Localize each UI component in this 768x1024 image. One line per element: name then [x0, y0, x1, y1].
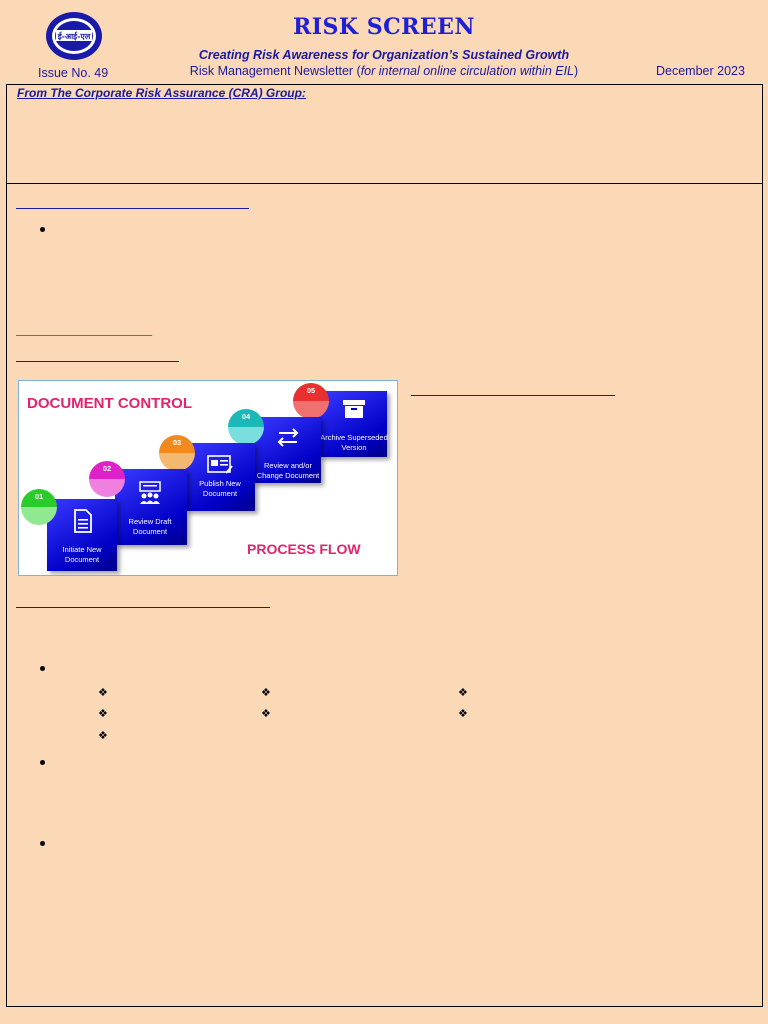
newsletter-title: RISK SCREEN — [292, 14, 476, 40]
cra-message-box: From The Corporate Risk Assurance (CRA) … — [6, 84, 763, 184]
subheading-underline-red — [16, 335, 152, 336]
document-icon — [74, 509, 92, 533]
document-control-figure: DOCUMENT CONTROL PROCESS FLOW Archive Su… — [18, 380, 398, 576]
step-number: 01 — [34, 492, 44, 501]
step-number-badge: 04 — [228, 409, 264, 445]
step-label: Initiate New Document — [62, 545, 102, 564]
step-number: 02 — [102, 464, 112, 473]
newsletter-suffix: ) — [574, 64, 579, 78]
swap-arrows-icon — [277, 428, 299, 447]
figure-title: DOCUMENT CONTROL — [27, 395, 192, 412]
article-box — [6, 183, 763, 1007]
step-label: Publish New Document — [199, 479, 241, 498]
archive-box-icon — [343, 400, 365, 418]
process-step-04: Review and/or Change Document — [253, 417, 321, 483]
step-label: Review and/or Change Document — [256, 461, 320, 480]
sub-bullet-diamond: ❖ — [98, 687, 108, 699]
step-number-badge: 02 — [89, 461, 125, 497]
step-label: Archive Superseded Version — [320, 433, 388, 452]
newsletter-prefix: Risk Management Newsletter ( — [189, 64, 361, 78]
publish-icon — [207, 455, 233, 474]
issue-number: Issue No. 49 — [38, 66, 109, 80]
cra-heading: From The Corporate Risk Assurance (CRA) … — [17, 86, 306, 100]
process-step-02: Review Draft Document — [115, 469, 187, 545]
sub-bullet-diamond: ❖ — [458, 708, 468, 720]
tagline: Creating Risk Awareness for Organization… — [198, 48, 570, 62]
sub-bullet-diamond: ❖ — [458, 687, 468, 699]
issue-date: December 2023 — [656, 64, 745, 78]
process-step-05: Archive Superseded Version — [319, 391, 388, 457]
process-step-01: Initiate New Document — [47, 499, 117, 571]
sub-bullet-diamond: ❖ — [98, 708, 108, 720]
bullet-point — [40, 666, 45, 671]
bullet-point — [40, 227, 45, 232]
step-label: Review Draft Document — [128, 517, 172, 536]
logo-text: ई-आई-एल — [57, 31, 91, 41]
section-heading-underline — [16, 208, 249, 209]
step-number-badge: 05 — [293, 383, 329, 419]
sub-bullet-diamond: ❖ — [261, 687, 271, 699]
step-number-badge: 01 — [21, 489, 57, 525]
step-number-badge: 03 — [159, 435, 195, 471]
step-number: 03 — [172, 438, 182, 447]
bullet-point — [40, 841, 45, 846]
team-review-icon — [139, 481, 161, 504]
section-heading-underline-2 — [16, 607, 270, 608]
step-number: 04 — [241, 412, 251, 421]
eil-logo: ई-आई-एल — [46, 12, 102, 60]
sub-bullet-diamond: ❖ — [261, 708, 271, 720]
step-number: 05 — [306, 386, 316, 395]
newsletter-header: ई-आई-एल RISK SCREEN Creating Risk Awaren… — [0, 0, 768, 84]
newsletter-description: Risk Management Newsletter (for internal… — [0, 64, 768, 78]
bullet-point — [40, 760, 45, 765]
figure-side-heading-underline — [411, 395, 615, 396]
figure-subtitle: PROCESS FLOW — [247, 541, 361, 557]
newsletter-circulation: for internal online circulation within E… — [360, 64, 575, 78]
sub-bullet-diamond: ❖ — [98, 730, 108, 742]
process-step-03: Publish New Document — [185, 443, 255, 511]
subheading-underline — [16, 361, 179, 362]
